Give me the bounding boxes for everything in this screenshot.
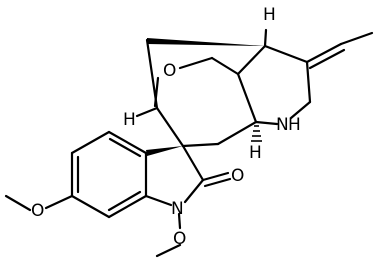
label-o-ring: O bbox=[163, 61, 176, 81]
wedge-bond-spiro-aryl bbox=[146, 146, 183, 156]
bond-ethylidene-ch2 bbox=[305, 60, 312, 104]
bond-spiro-carbonyl bbox=[181, 144, 205, 182]
bond-carbonyl-n bbox=[183, 178, 205, 204]
bond-o-ch-left bbox=[153, 76, 160, 108]
bond-ch-ch2-lower bbox=[216, 120, 258, 146]
label-o-methoxy-n: O bbox=[173, 229, 186, 249]
bond-aryl-omethoxy bbox=[44, 194, 74, 210]
bond-ethylidene-double-2 bbox=[308, 48, 346, 70]
bond-ch-left-h bbox=[135, 106, 159, 118]
bond-ch2-nh bbox=[289, 100, 312, 120]
bond-ethylidene-methyl bbox=[339, 31, 374, 46]
atom-labels: H H O N H H O N O O bbox=[31, 5, 301, 249]
bond-benz-inner-1 bbox=[107, 190, 142, 212]
bond-carbonyl-double-2 bbox=[203, 177, 232, 188]
label-o-carbonyl: O bbox=[231, 166, 244, 186]
bond-o-ch2 bbox=[178, 56, 214, 70]
label-h-amine: H bbox=[288, 115, 301, 135]
bond-aryl-omethoxy-ch3 bbox=[4, 194, 32, 212]
bond-ch-left-spiro bbox=[155, 106, 185, 148]
label-n-amine: N bbox=[276, 115, 289, 135]
bond-n-aryl bbox=[144, 194, 173, 207]
bond-ethylidene-double-1 bbox=[305, 42, 343, 64]
bond-top-ch-ethylidene bbox=[263, 44, 309, 64]
label-o-methoxy-aryl: O bbox=[31, 201, 44, 221]
bond-carbonyl-double-1 bbox=[201, 171, 230, 182]
label-h-bottom: H bbox=[249, 143, 262, 163]
bond-benz-2 bbox=[107, 194, 148, 219]
hash-bond-bottom-h bbox=[251, 125, 262, 142]
bond-top-ch-c bbox=[236, 44, 267, 76]
bond-c-ch-bottom bbox=[236, 72, 258, 124]
bond-nh-ch bbox=[254, 120, 279, 126]
bonds bbox=[4, 28, 374, 258]
label-h-left: H bbox=[123, 110, 136, 130]
bond-ch2-c bbox=[210, 56, 240, 76]
bond-omethoxy-ch3 bbox=[155, 243, 182, 258]
wedge-bond-bridge-top bbox=[147, 38, 265, 46]
label-n-indole: N bbox=[171, 199, 184, 219]
label-h-top: H bbox=[263, 5, 276, 25]
bond-n-omethoxy bbox=[177, 212, 182, 230]
bond-ch2-spiro bbox=[181, 142, 220, 148]
bond-ch-top-h bbox=[263, 28, 268, 48]
bond-benz-3 bbox=[70, 194, 111, 219]
bond-benz-5 bbox=[70, 130, 111, 155]
bond-benz-inner-3 bbox=[108, 137, 142, 158]
bond-benz-6 bbox=[107, 130, 148, 155]
